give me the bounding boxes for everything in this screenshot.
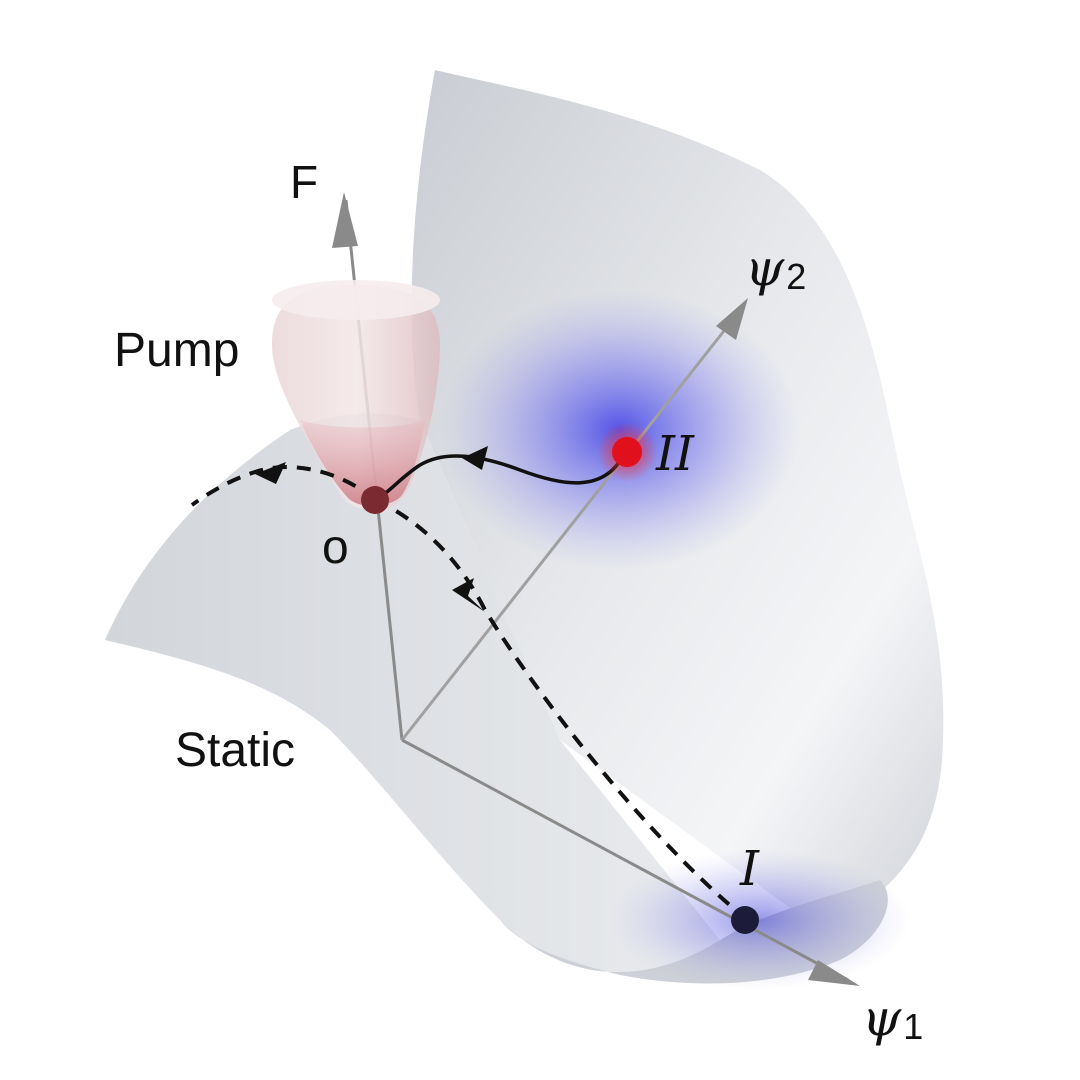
point-i-marker <box>731 906 759 934</box>
point-o-marker <box>361 486 389 514</box>
label-psi1-main: ψ <box>862 989 902 1047</box>
label-point-ii: II <box>655 426 695 482</box>
label-pump: Pump <box>114 324 239 377</box>
dashed-path-left-arrowhead <box>255 462 286 484</box>
dashed-path-left <box>190 465 377 507</box>
label-psi2-sub: 2 <box>786 256 806 297</box>
solid-path-arrowhead <box>462 446 488 470</box>
label-psi1-sub: 1 <box>903 1006 923 1047</box>
axis-f-arrowhead <box>332 192 358 248</box>
label-point-o: o <box>322 521 349 574</box>
axis-psi2-arrowhead <box>716 298 748 340</box>
axis-psi1-arrowhead <box>808 960 860 986</box>
point-ii-marker <box>612 437 642 467</box>
well-i-shading <box>610 850 910 990</box>
label-point-i: I <box>739 841 760 897</box>
label-static: Static <box>175 724 295 777</box>
dashed-path-to-i <box>374 498 747 920</box>
label-psi1: ψ1 <box>862 989 923 1047</box>
axis-psi1-line <box>401 738 849 982</box>
label-psi2: ψ2 <box>745 239 806 297</box>
surface-left-lobe <box>105 413 720 973</box>
axis-psi2-line <box>400 307 744 741</box>
pump-cone-rim <box>272 280 440 320</box>
label-psi2-main: ψ <box>745 239 785 297</box>
label-f: F <box>290 156 318 208</box>
dashed-path-to-i-arrowhead <box>452 578 485 612</box>
